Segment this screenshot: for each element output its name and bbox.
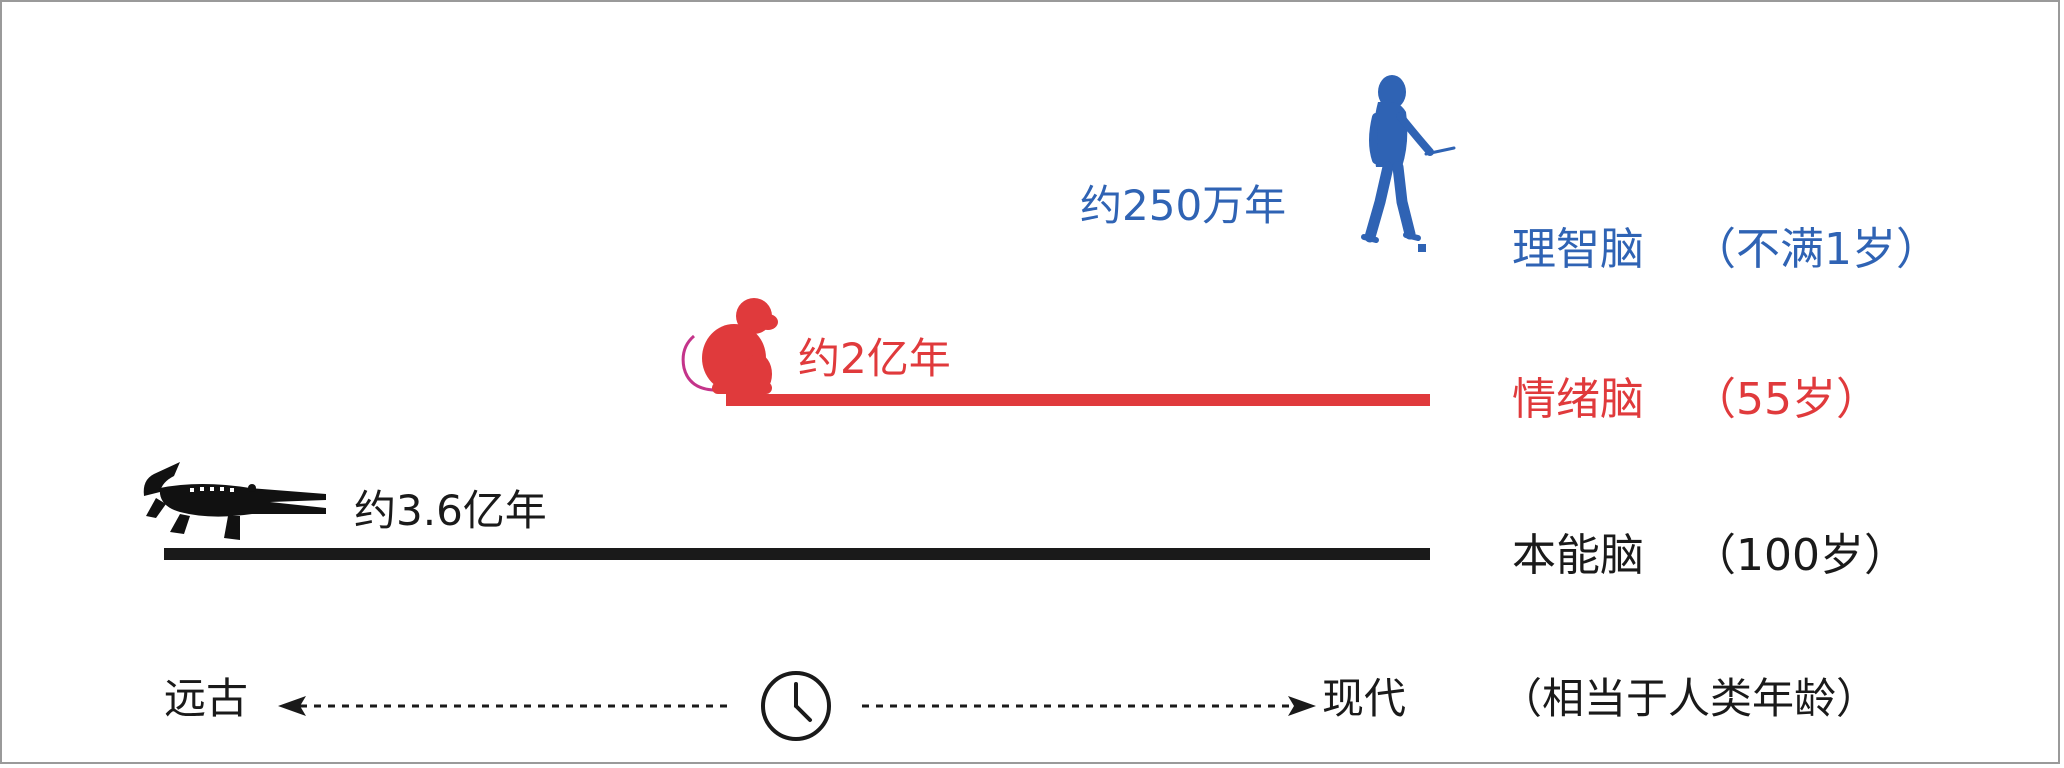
timeline-right-label: 现代 bbox=[1322, 674, 1407, 723]
rational-brain-age-label: 约250万年 bbox=[1080, 181, 1287, 230]
emotional-brain-timeline-bar bbox=[726, 394, 1430, 406]
clock-icon bbox=[761, 671, 831, 741]
emotional-brain-age-label: 约2亿年 bbox=[798, 334, 951, 383]
rational-brain-name: 理智脑 bbox=[1512, 224, 1644, 275]
walking-hominid-icon bbox=[1361, 75, 1456, 252]
emotional-brain-human-age: （55岁） bbox=[1692, 374, 1880, 425]
crocodile-icon bbox=[143, 462, 326, 540]
rational-brain-human-age: （不满1岁） bbox=[1692, 224, 1940, 275]
monkey-icon bbox=[681, 298, 778, 394]
timeline-right-arrow bbox=[862, 696, 1316, 716]
instinct-brain-age-label: 约3.6亿年 bbox=[354, 486, 547, 535]
instinct-brain-timeline-bar bbox=[164, 548, 1430, 560]
emotional-brain-name: 情绪脑 bbox=[1512, 374, 1644, 425]
timeline-left-label: 远古 bbox=[164, 674, 249, 723]
timeline-left-arrow bbox=[278, 696, 732, 716]
instinct-brain-human-age: （100岁） bbox=[1692, 530, 1908, 581]
instinct-brain-name: 本能脑 bbox=[1512, 530, 1644, 581]
human-age-equivalent-note: （相当于人类年龄） bbox=[1500, 674, 1879, 723]
